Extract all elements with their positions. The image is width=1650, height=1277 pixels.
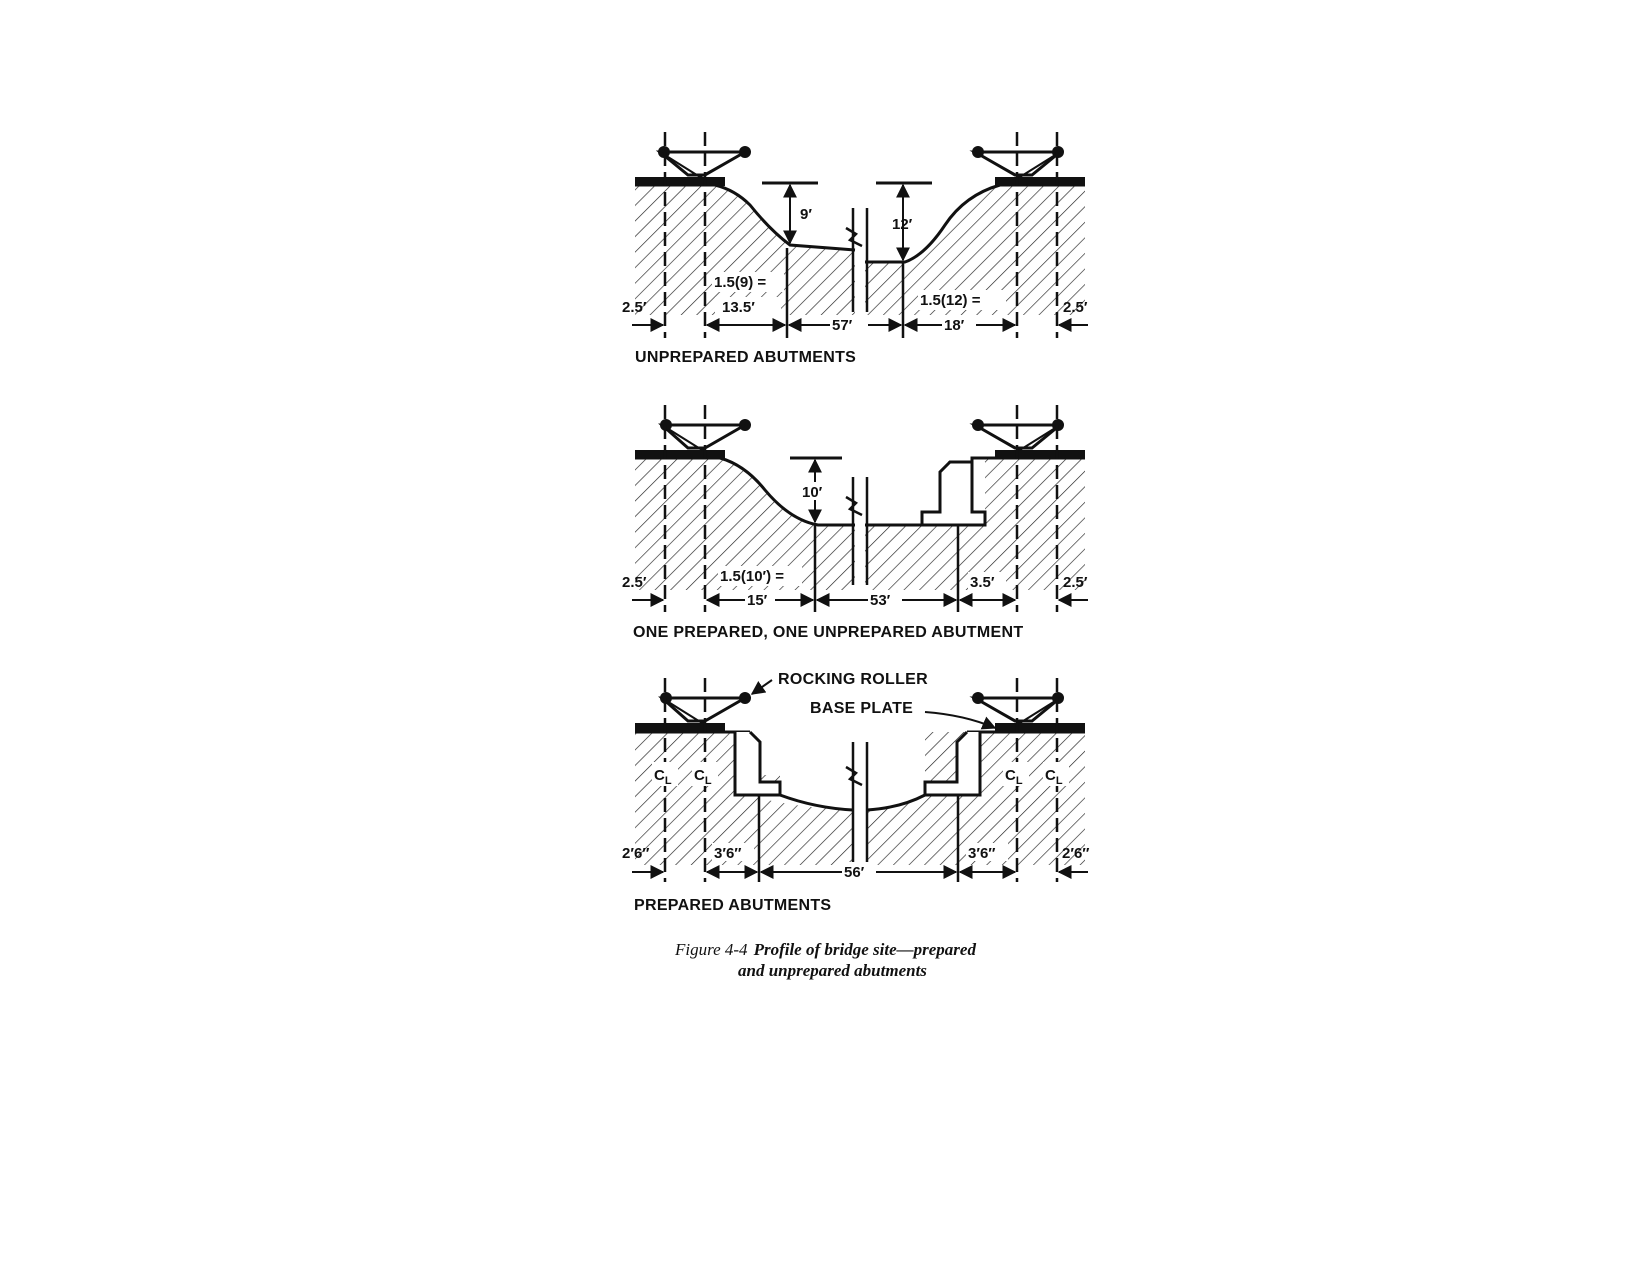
bearing-left xyxy=(635,146,751,186)
height-right-label: 12′ xyxy=(892,216,913,233)
panel-title: UNPREPARED ABUTMENTS xyxy=(635,349,856,366)
centerline-label: CL xyxy=(694,767,712,787)
slope-right-value: 18′ xyxy=(944,317,965,334)
gap-label: 53′ xyxy=(870,592,891,609)
callout-base-plate: BASE PLATE xyxy=(810,700,913,717)
ground-left xyxy=(635,458,855,590)
ground-right xyxy=(865,185,1085,315)
ground-left-prepared xyxy=(635,732,853,865)
ground-right-prepared xyxy=(867,732,1085,865)
offset-right-label: 2′6″ xyxy=(1062,845,1089,862)
ground-right-surface xyxy=(865,183,1085,264)
height-left-label: 9′ xyxy=(800,206,812,223)
panel-title: PREPARED ABUTMENTS xyxy=(634,897,831,914)
ground-left xyxy=(635,185,855,315)
reference-lines xyxy=(663,405,1059,612)
setback-right-label: 3′6″ xyxy=(968,845,995,862)
panel-prepared-abutments: ROCKING ROLLER BASE PLATE CL CL CL CL 56… xyxy=(622,671,1089,914)
bearing-right xyxy=(969,419,1085,459)
gap-label: 57′ xyxy=(832,317,853,334)
slope-right-formula: 1.5(12) = xyxy=(920,292,981,309)
slope-left-value: 15′ xyxy=(747,592,768,609)
centerline-label: CL xyxy=(654,767,672,787)
slope-left-formula: 1.5(9) = xyxy=(714,274,766,291)
callout-rocking-roller: ROCKING ROLLER xyxy=(778,671,928,688)
setback-left-label: 3′6″ xyxy=(714,845,741,862)
ground-left-surface xyxy=(635,183,856,252)
caption-line-2: and unprepared abutments xyxy=(738,961,927,980)
panel-title: ONE PREPARED, ONE UNPREPARED ABUTMENT xyxy=(633,624,1023,641)
offset-left-label: 2.5′ xyxy=(622,299,647,316)
slope-left-value: 13.5′ xyxy=(722,299,755,316)
centerline-label: CL xyxy=(1005,767,1023,787)
centerline-labels: CL CL CL CL xyxy=(652,762,1069,787)
bearing-right xyxy=(969,146,1085,186)
panel-one-prepared-one-unprepared: 10′ 1.5(10′) = 15′ 53′ 3.5′ 2.5′ 2.5′ ON… xyxy=(622,405,1088,641)
panel-unprepared-abutments: 9′ 12′ 1.5(9) = 13.5′ 1.5(12) = 57′ 18′ … xyxy=(622,132,1088,366)
bearing-left xyxy=(635,692,751,732)
gap-label: 56′ xyxy=(844,864,865,881)
offset-left-label: 2′6″ xyxy=(622,845,649,862)
bearing-left xyxy=(635,419,751,459)
offset-right-label: 2.5′ xyxy=(1063,574,1088,591)
setback-right-label: 3.5′ xyxy=(970,574,995,591)
offset-right-label: 2.5′ xyxy=(1063,299,1088,316)
break-symbol xyxy=(845,742,869,862)
centerline-label: CL xyxy=(1045,767,1063,787)
height-left-label: 10′ xyxy=(802,484,823,501)
break-symbol xyxy=(845,477,869,585)
slope-left-formula: 1.5(10′) = xyxy=(720,568,784,585)
ground-left-surface xyxy=(635,456,855,527)
offset-left-label: 2.5′ xyxy=(622,574,647,591)
reference-lines xyxy=(663,132,1059,338)
break-symbol xyxy=(845,208,869,312)
